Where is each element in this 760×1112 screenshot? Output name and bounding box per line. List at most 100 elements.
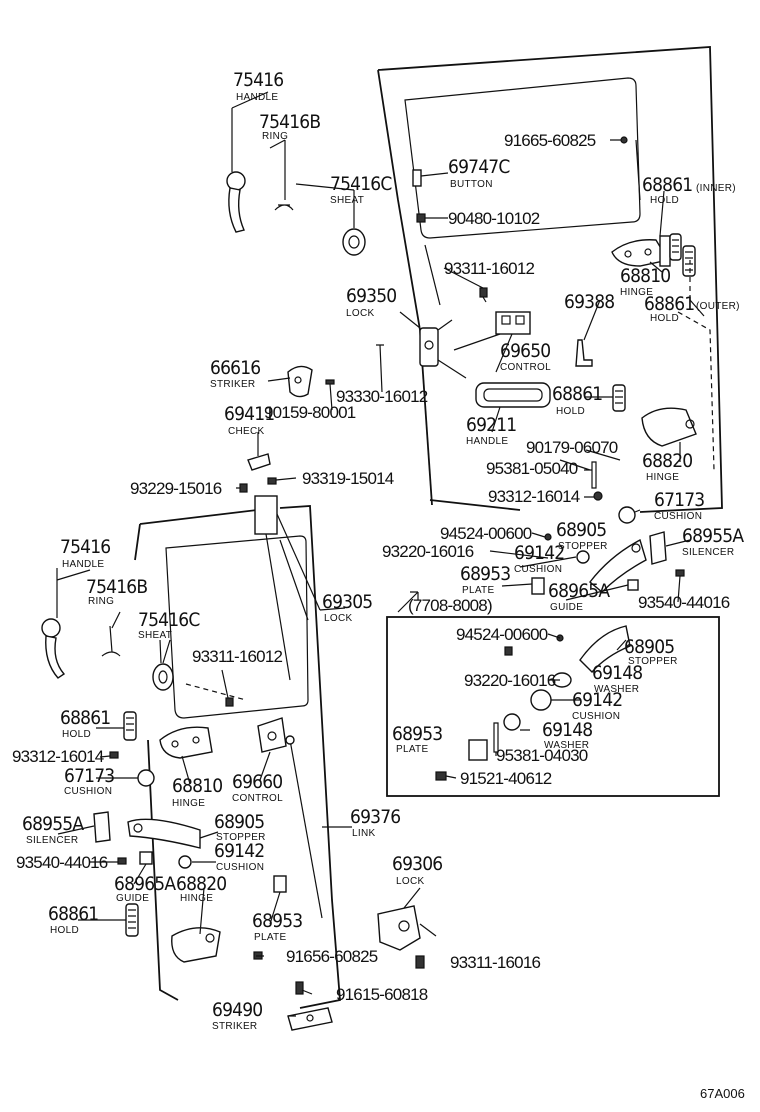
stopper-upper-icon [589,538,647,593]
hold-outer-icon [682,245,696,277]
cushion-lower-icon [137,769,155,787]
part-no-93311-bottom: 93311-16016 [450,953,540,972]
part-no-94524-upper: 94524-00600 [440,524,532,543]
part-name-washer-inset-a: WASHER [594,684,639,695]
part-name-hold-mid: HOLD [556,406,585,417]
control-lower-icon [257,717,287,753]
part-suffix-inner: (INNER) [696,183,736,194]
part-no-67173-lower: 67173 [64,765,114,787]
part-no-91656: 91656-60825 [286,947,378,966]
lock-upper-icon [419,244,467,379]
handle-inner-icon [475,382,551,408]
bolt-93229-icon [239,483,248,493]
part-no-90179: 90179-06070 [526,438,618,457]
part-no-93312-lower: 93312-16014 [12,747,104,766]
part-name-sheat-upper: SHEAT [330,195,364,206]
part-suffix-outer: (OUTER) [696,301,740,312]
hinge-bottom-icon [171,927,221,963]
part-name-sheat-lower: SHEAT [138,630,172,641]
part-69388-icon [575,339,593,367]
part-no-75416c-upper: 75416C [330,173,392,195]
part-no-68955a-upper: 68955A [682,525,744,547]
check-icon [247,453,271,471]
part-no-93229: 93229-15016 [130,479,222,498]
part-no-93540-lower: 93540-44016 [16,853,108,872]
part-no-68861-bottom: 68861 [48,903,98,925]
part-no-68861-inner: 68861 [642,174,692,196]
part-no-75416b-lower: 75416B [86,576,147,598]
part-name-guide-lower: GUIDE [116,893,149,904]
part-name-stopper-upper: STOPPER [558,541,608,552]
part-name-striker-upper: STRIKER [210,379,255,390]
hold-inner-icon [669,233,682,261]
part-name-striker-bottom: STRIKER [212,1021,257,1032]
part-name-lock-bottom: LOCK [396,876,424,887]
part-no-68820-upper: 68820 [642,450,692,472]
part-name-silencer-lower: SILENCER [26,835,78,846]
part-no-66616: 66616 [210,357,260,379]
part-no-68965a-lower: 68965A [114,873,176,895]
part-name-control-lower: CONTROL [232,793,283,804]
part-no-93330: 93330-16012 [336,387,428,406]
inset-box [386,591,720,797]
guide-upper-icon [627,579,639,591]
bolt-94524-upper-icon [544,533,552,541]
striker-upper-icon [287,365,313,398]
part-no-68953-inset: 68953 [392,723,442,745]
part-no-69350: 69350 [346,285,396,307]
part-no-67173-upper: 67173 [654,489,704,511]
hinge-upper-icon [611,235,671,267]
part-no-68861-mid: 68861 [552,383,602,405]
part-no-75416c-lower: 75416C [138,609,200,631]
ring-lower-icon [101,625,121,657]
bolt-90159-icon [325,379,335,385]
plate-lower-icon [273,875,287,893]
part-no-69148-inset-a: 69148 [592,662,642,684]
part-no-94524-inset: 94524-00600 [456,625,548,644]
part-no-93311-lower: 93311-16012 [192,647,282,666]
part-name-lock-upper: LOCK [346,308,374,319]
part-no-93312-upper: 93312-16014 [488,487,580,506]
part-name-cushion-69142-lower: CUSHION [216,862,264,873]
handle-upper-icon [226,108,246,233]
part-no-93319: 93319-15014 [302,469,394,488]
part-name-silencer-upper: SILENCER [682,547,734,558]
part-no-93311-upper: 93311-16012 [444,259,534,278]
part-name-link: LINK [352,828,375,839]
part-no-93220-inset: 93220-16016 [464,671,556,690]
part-name-plate-inset: PLATE [396,744,428,755]
part-no-91521: 91521-40612 [460,769,552,788]
part-no-69411: 69411 [224,403,274,425]
part-no-75416-lower: 75416 [60,536,110,558]
bolt-93311-upper-icon [479,287,488,303]
part-name-ring-lower: RING [88,596,114,607]
hold-mid-icon [612,384,626,412]
cushion-upper-icon [618,506,636,524]
part-no-68905-lower: 68905 [214,811,264,833]
sheat-upper-icon [342,190,366,256]
part-no-68905-upper: 68905 [556,519,606,541]
bolt-93330-icon [376,344,384,393]
part-name-button: BUTTON [450,179,493,190]
part-no-69142-upper: 69142 [514,542,564,564]
lock-lower-icon [254,495,321,681]
part-name-hinge-inner: HINGE [646,472,679,483]
part-no-90480: 90480-10102 [448,209,540,228]
part-no-95381-upper: 95381-05040 [486,459,578,478]
hinge-lower-icon [159,726,213,759]
part-no-68955a-lower: 68955A [22,813,84,835]
part-name-control-upper: CONTROL [500,362,551,373]
part-no-91615: 91615-60818 [336,985,428,1004]
part-name-plate-upper: PLATE [462,585,494,596]
bolt-93311-bottom-icon [415,955,425,969]
hold-lower-icon [123,711,137,741]
link-icon [285,735,323,919]
part-name-hold-outer: HOLD [650,313,679,324]
cushion-69142-upper-icon [576,550,590,564]
bolt-93311-lower-icon [225,697,234,707]
part-no-95381-inset: 95381-04030 [496,746,588,765]
striker-bottom-icon [287,981,333,1031]
part-name-stopper-lower: STOPPER [216,832,266,843]
part-name-washer-inset-b: WASHER [544,740,589,751]
bolt-93319-icon [267,477,277,485]
